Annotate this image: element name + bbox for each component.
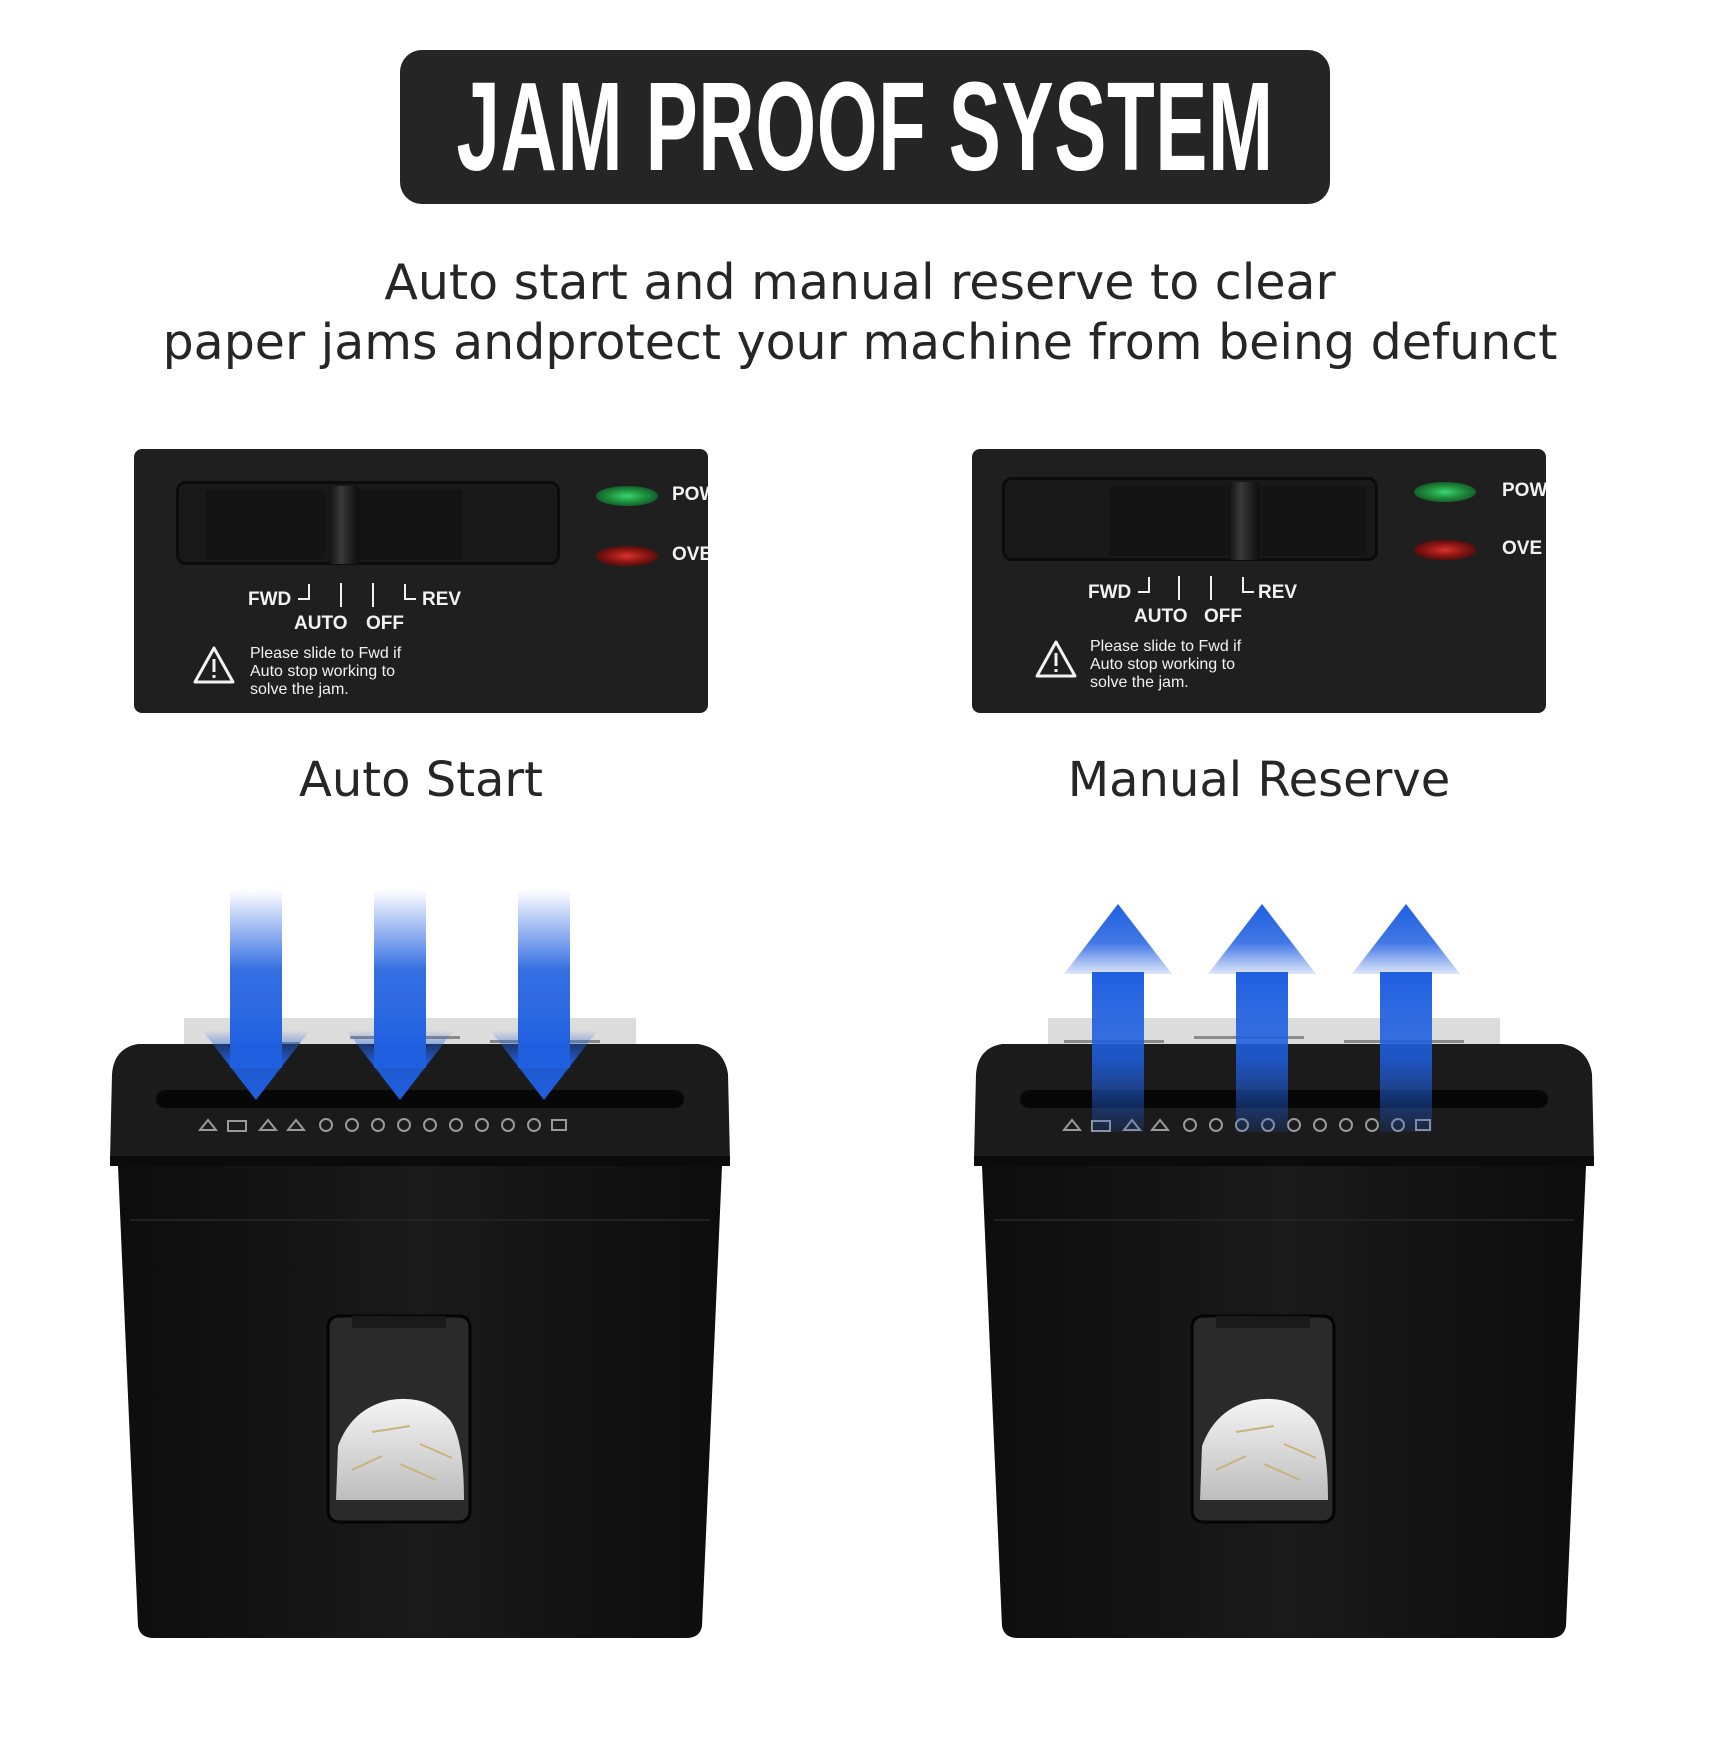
warning-triangle-icon <box>193 646 235 684</box>
fwd-bracket <box>298 584 310 600</box>
slider-slot-left <box>205 490 325 560</box>
warning-triangle-icon <box>1035 640 1077 678</box>
off-label: OFF <box>366 613 404 634</box>
overheat-led-label: OVE <box>672 544 708 565</box>
control-panel-manual: POW OVE FWD REV AUTO OFF Please slide to… <box>972 449 1546 713</box>
rev-bracket <box>1242 577 1254 593</box>
arrow-up-icon <box>1208 904 1316 1132</box>
power-led-label: POW <box>672 484 708 505</box>
arrow-down-icon <box>346 890 454 1100</box>
caption-manual-reserve: Manual Reserve <box>1067 752 1451 808</box>
fwd-label: FWD <box>1088 582 1132 603</box>
off-label: OFF <box>1204 606 1242 627</box>
mode-slider-knob[interactable] <box>1229 482 1259 560</box>
slider-slot-right <box>1247 486 1367 556</box>
warning-line-2: Auto stop working to <box>250 663 395 680</box>
arrow-up-icon <box>1064 904 1172 1132</box>
warning-line-1: Please slide to Fwd if <box>250 645 402 662</box>
rev-label: REV <box>1258 582 1298 603</box>
mode-slider-track <box>176 481 560 565</box>
fwd-bracket <box>1138 577 1150 593</box>
warning-line-3: solve the jam. <box>1090 674 1189 691</box>
mode-slider-track <box>1002 477 1378 561</box>
auto-tick <box>1178 576 1180 600</box>
fwd-label: FWD <box>248 589 292 610</box>
lid-rim <box>110 1156 730 1166</box>
arrow-up-icon <box>1352 904 1460 1132</box>
slider-slot-left <box>1109 486 1229 556</box>
warning-line-1: Please slide to Fwd if <box>1090 638 1242 655</box>
title-banner: JAM PROOF SYSTEM <box>400 50 1330 204</box>
lid-rim <box>974 1156 1594 1166</box>
mode-slider-knob[interactable] <box>329 486 359 564</box>
power-led <box>1414 482 1476 502</box>
slider-slot-right <box>343 490 463 560</box>
warning-line-2: Auto stop working to <box>1090 656 1235 673</box>
power-led-label: POW <box>1502 480 1546 501</box>
overheat-led-label: OVE <box>1502 538 1543 559</box>
control-panel-auto: POW OVE FWD REV AUTO OFF Please slide to… <box>134 449 708 713</box>
subtitle-line-2: paper jams andprotect your machine from … <box>162 314 1558 371</box>
subtitle-line-1: Auto start and manual reserve to clear <box>384 254 1336 311</box>
shredded-paper <box>1200 1398 1328 1500</box>
overheat-led <box>596 546 658 566</box>
shredded-paper <box>336 1398 464 1500</box>
auto-label: AUTO <box>294 613 348 634</box>
arrow-down-icon <box>490 890 598 1100</box>
rev-bracket <box>404 584 416 600</box>
shredder-auto-start <box>90 860 750 1640</box>
rev-label: REV <box>422 589 462 610</box>
power-led <box>596 486 658 506</box>
caption-auto-start: Auto Start <box>299 752 543 808</box>
shredder-illustration <box>110 890 730 1638</box>
off-tick <box>372 583 374 607</box>
paper-slot <box>156 1090 684 1108</box>
icon-row <box>197 1118 567 1132</box>
overheat-led <box>1414 540 1476 560</box>
auto-label: AUTO <box>1134 606 1188 627</box>
off-tick <box>1210 576 1212 600</box>
page-title: JAM PROOF SYSTEM <box>456 56 1274 197</box>
auto-tick <box>340 583 342 607</box>
arrow-down-icon <box>202 890 310 1100</box>
warning-line-3: solve the jam. <box>250 681 349 698</box>
shredder-manual-reserve <box>954 860 1614 1640</box>
shredder-illustration <box>974 904 1594 1638</box>
